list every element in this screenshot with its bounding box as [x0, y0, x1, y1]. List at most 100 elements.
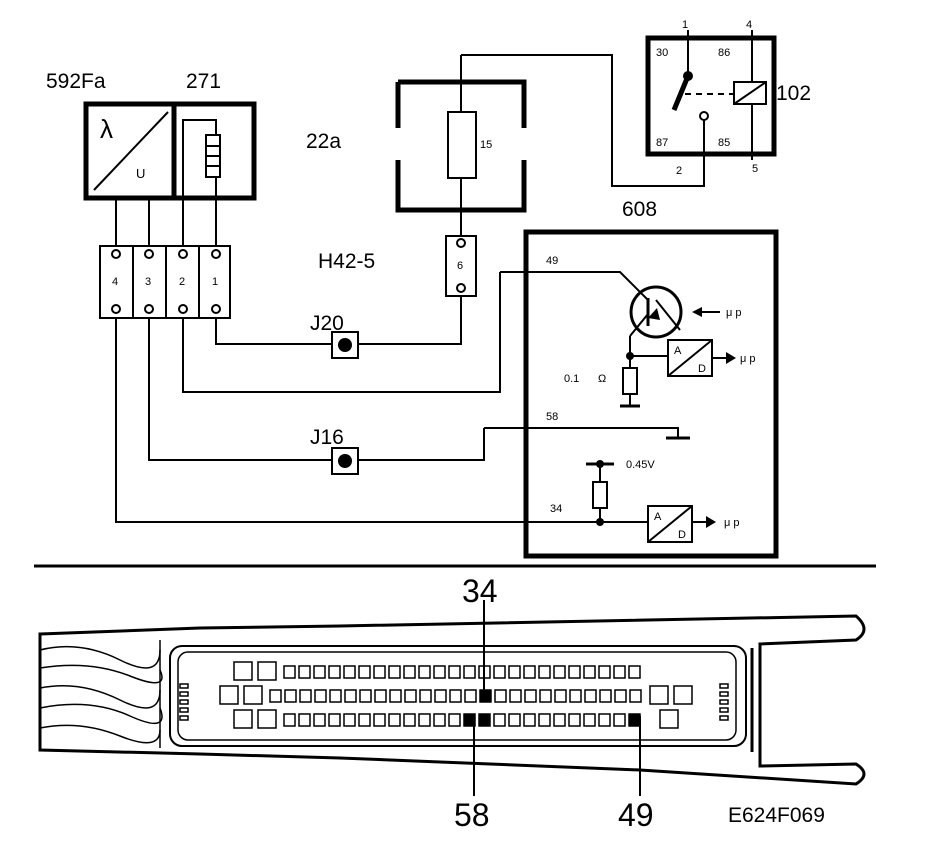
connector-power-pin — [233, 709, 253, 729]
connector-pin-2: 2 — [179, 276, 185, 288]
ecu-pin-49-label: 49 — [546, 255, 558, 267]
connector-pin — [628, 665, 641, 679]
connector-pin — [613, 713, 626, 727]
connector-pin — [433, 713, 446, 727]
connector-pin — [313, 713, 326, 727]
connector-pin — [404, 689, 417, 703]
relay-pin-5: 5 — [752, 163, 758, 175]
connector-pin — [359, 689, 372, 703]
connector-pin — [538, 665, 551, 679]
connector-pin — [449, 689, 462, 703]
connector-pin — [298, 713, 311, 727]
h42-5-connector: 6 — [445, 235, 477, 297]
mp-label-3: μ p — [724, 517, 740, 529]
connector-power-pin — [219, 685, 239, 705]
connector-pin — [598, 665, 611, 679]
connector-pin — [418, 665, 431, 679]
connector-pin-34 — [479, 689, 492, 703]
connector-pin — [494, 689, 507, 703]
connector-pin — [568, 713, 581, 727]
connector-pin — [418, 713, 431, 727]
relay-pin-86: 86 — [718, 47, 730, 59]
junction-j16 — [331, 447, 359, 475]
connector-power-pin — [243, 685, 263, 705]
connector-pin — [598, 713, 611, 727]
connector-slot — [719, 699, 729, 705]
lambda-sensor-block: λ U — [83, 101, 257, 201]
figure-code: E624F069 — [728, 804, 825, 827]
connector-pin — [388, 665, 401, 679]
ad-a-label-2: A — [654, 511, 662, 523]
connector-power-pin — [659, 709, 679, 729]
connector-pin — [358, 713, 371, 727]
connector-pin — [599, 689, 612, 703]
connector-pin — [329, 689, 342, 703]
relay-pin-2: 2 — [676, 165, 682, 177]
connector-slot — [719, 683, 729, 689]
relay-pin-87: 87 — [656, 137, 668, 149]
connector-pin — [538, 713, 551, 727]
connector-pin — [508, 665, 521, 679]
connector-pin-1: 1 — [212, 276, 218, 288]
connector-power-pin — [233, 661, 253, 681]
connector-pin — [448, 713, 461, 727]
connector-pin — [584, 689, 597, 703]
connector-power-pin — [257, 709, 277, 729]
connector-pin — [298, 665, 311, 679]
connector-pin — [283, 665, 296, 679]
connector-slot — [179, 699, 189, 705]
label-271: 271 — [186, 70, 221, 93]
connector-pin — [314, 689, 327, 703]
label-22a: 22a — [306, 130, 341, 153]
label-h42-5: H42-5 — [318, 250, 375, 273]
connector-pin — [464, 689, 477, 703]
connector-pin — [283, 713, 296, 727]
ohm-symbol: Ω — [598, 373, 606, 385]
h42-5-pin: 6 — [457, 260, 463, 272]
ad-d-label-1: D — [698, 363, 706, 375]
connector-slot — [179, 707, 189, 713]
connector-pin-4: 4 — [112, 276, 118, 288]
connector-power-pin — [649, 685, 669, 705]
connector-pin — [313, 665, 326, 679]
connector-pin — [523, 665, 536, 679]
connector-slot — [719, 691, 729, 697]
connector-power-pin — [257, 661, 277, 681]
connector-pin — [508, 713, 521, 727]
connector-pin — [389, 689, 402, 703]
mp-label-1: μ p — [726, 307, 742, 319]
label-608: 608 — [622, 198, 657, 221]
connector-pin — [434, 689, 447, 703]
connector-pin — [344, 689, 357, 703]
connector-pin — [343, 713, 356, 727]
connector-pin — [403, 713, 416, 727]
connector-pin — [343, 665, 356, 679]
label-592fa: 592Fa — [46, 70, 106, 93]
relay-pin-1: 1 — [682, 19, 688, 31]
connector-pin — [328, 713, 341, 727]
connector-pin — [568, 665, 581, 679]
connector-pin — [328, 665, 341, 679]
connector-pin — [493, 713, 506, 727]
connector-pin — [614, 689, 627, 703]
junction-j20 — [331, 331, 359, 359]
connector-power-pin — [673, 685, 693, 705]
resistor-value: 0.1 — [564, 373, 579, 385]
lambda-symbol: λ — [100, 114, 113, 144]
connector-pin — [629, 689, 642, 703]
connector-slot — [719, 715, 729, 721]
connector-pin — [613, 665, 626, 679]
connector-pin-3: 3 — [145, 276, 151, 288]
connector-slot — [179, 691, 189, 697]
callout-34: 34 — [462, 573, 498, 609]
connector-pin — [524, 689, 537, 703]
label-102: 102 — [776, 82, 811, 105]
connector-pin — [553, 665, 566, 679]
relay-pin-30: 30 — [656, 47, 668, 59]
connector-pin — [433, 665, 446, 679]
connector-pin — [493, 665, 506, 679]
connector-pin — [299, 689, 312, 703]
connector-pin — [583, 713, 596, 727]
connector-pin — [284, 689, 297, 703]
